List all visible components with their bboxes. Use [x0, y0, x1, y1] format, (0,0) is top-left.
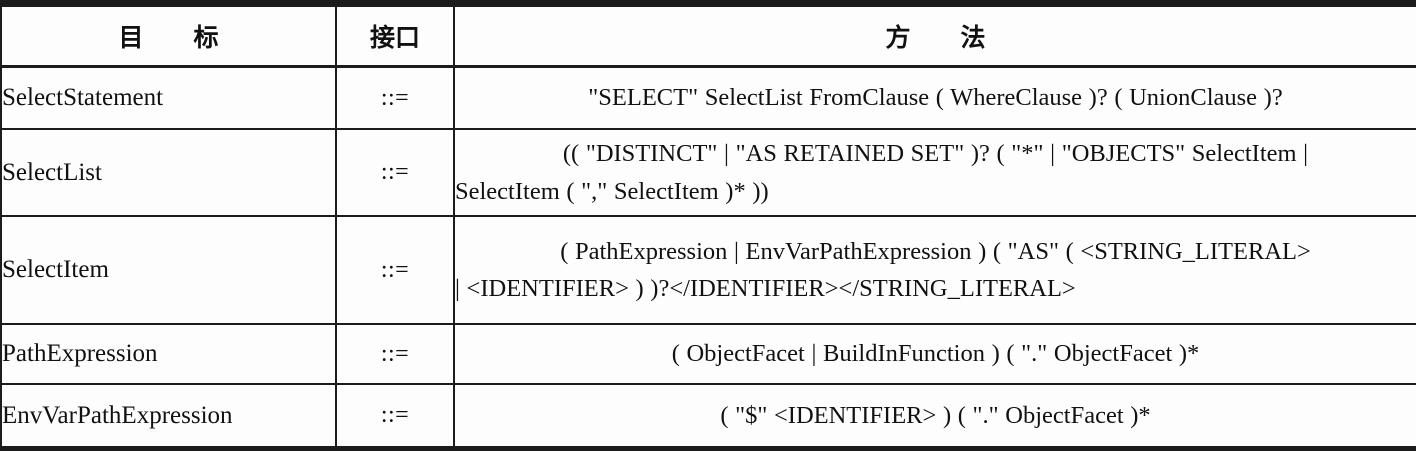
method-line: | <IDENTIFIER> ) )?</IDENTIFIER></STRING… [455, 275, 1076, 302]
cell-target: SelectList [0, 128, 337, 217]
cell-interface: ::= [335, 323, 455, 385]
table-row: SelectStatement ::= "SELECT" SelectList … [0, 65, 1416, 130]
table-row: PathExpression ::= ( ObjectFacet | Build… [0, 323, 1416, 385]
cell-interface: ::= [335, 383, 455, 451]
cell-interface: ::= [335, 65, 455, 130]
cell-method: ( PathExpression | EnvVarPathExpression … [453, 215, 1416, 325]
method-line: ( ObjectFacet | BuildInFunction ) ( "." … [671, 340, 1200, 368]
cell-interface: ::= [335, 215, 455, 325]
method-line: ( PathExpression | EnvVarPathExpression … [560, 237, 1311, 265]
table-body: SelectStatement ::= "SELECT" SelectList … [0, 65, 1416, 451]
column-header-method: 方 法 [453, 0, 1416, 68]
cell-method: ( ObjectFacet | BuildInFunction ) ( "." … [453, 323, 1416, 385]
method-line: (( "DISTINCT" | "AS RETAINED SET" )? ( "… [562, 140, 1309, 168]
cell-target: PathExpression [0, 323, 337, 385]
column-header-target-label: 目 标 [118, 23, 219, 52]
column-header-target: 目 标 [0, 0, 337, 68]
cell-method: ( "$" <IDENTIFIER> ) ( "." ObjectFacet )… [453, 383, 1416, 451]
method-line: SelectItem ( "," SelectItem )* )) [455, 177, 769, 205]
method-line: ( "$" <IDENTIFIER> ) ( "." ObjectFacet )… [720, 401, 1151, 429]
table-row: EnvVarPathExpression ::= ( "$" <IDENTIFI… [0, 383, 1416, 451]
cell-method: (( "DISTINCT" | "AS RETAINED SET" )? ( "… [453, 128, 1416, 217]
method-line: "SELECT" SelectList FromClause ( WhereCl… [588, 84, 1283, 112]
cell-target: SelectStatement [0, 65, 337, 130]
cell-target: SelectItem [0, 215, 337, 325]
cell-target: EnvVarPathExpression [0, 383, 337, 451]
table-row: SelectList ::= (( "DISTINCT" | "AS RETAI… [0, 128, 1416, 217]
table-header-row: 目 标 接口 方 法 [0, 0, 1416, 68]
table-row: SelectItem ::= ( PathExpression | EnvVar… [0, 215, 1416, 325]
cell-method: "SELECT" SelectList FromClause ( WhereCl… [453, 65, 1416, 130]
column-header-method-label: 方 法 [885, 23, 986, 52]
column-header-interface: 接口 [335, 0, 455, 68]
cell-interface: ::= [335, 128, 455, 217]
column-header-interface-label: 接口 [369, 23, 420, 52]
